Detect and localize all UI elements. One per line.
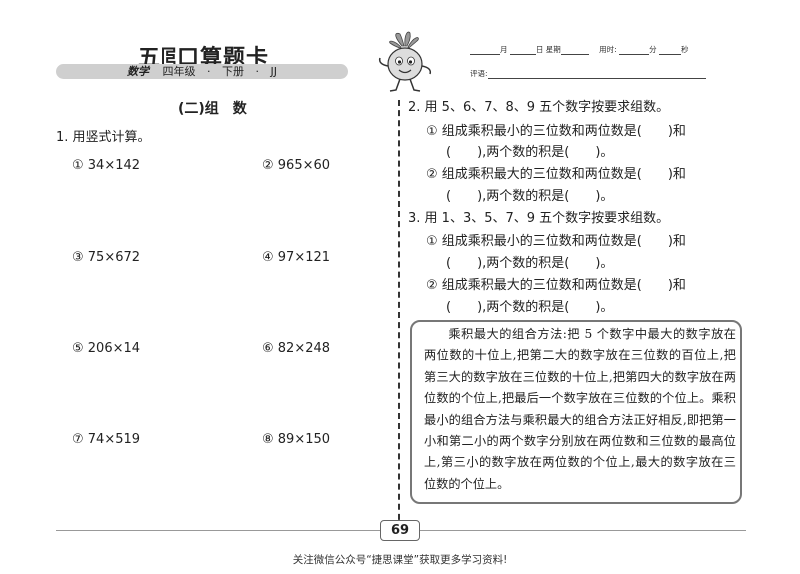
calc-item: ③ 75×672 <box>72 250 141 265</box>
date-fields: 月 日 星期 用时: 分 秒 <box>470 44 688 55</box>
question-2-2-line-a: ② 组成乘积最大的三位数和两位数是( )和 <box>426 167 686 182</box>
term-label: 下册 <box>222 65 244 78</box>
question-2-1-line-a: ① 组成乘积最小的三位数和两位数是( )和 <box>426 124 686 139</box>
second-label: 秒 <box>680 45 689 54</box>
band-dot-2: · <box>255 65 260 78</box>
question-3-title: 3. 用 1、3、5、7、9 五个数字按要求组数。 <box>408 211 670 226</box>
band-dot-1: · <box>207 65 211 78</box>
page-number: 69 <box>380 520 420 541</box>
time-label: 用时: <box>599 45 617 54</box>
weekday-label: 星期 <box>545 45 561 54</box>
question-3-1-line-b: ( ),两个数的积是( )。 <box>446 256 614 271</box>
comment-field: 评语: <box>470 68 706 79</box>
grade-label: 四年级 <box>162 65 196 78</box>
radish-mascot-icon <box>378 31 432 92</box>
footer-text: 关注微信公众号“捷思课堂”获取更多学习资料! <box>292 554 508 566</box>
tip-box <box>410 320 742 504</box>
calc-item: ⑤ 206×14 <box>72 341 141 356</box>
question-2-1-line-b: ( ),两个数的积是( )。 <box>446 145 614 160</box>
day-label: 日 <box>535 45 544 54</box>
calc-item: ⑦ 74×519 <box>72 432 141 447</box>
calc-item: ② 965×60 <box>262 158 331 173</box>
calc-item: ⑥ 82×248 <box>262 341 331 356</box>
edition-label: JJ <box>270 65 278 78</box>
minute-label: 分 <box>649 45 657 54</box>
subject-band: 数学 四年级 · 下册 · JJ <box>56 64 348 79</box>
calc-item: ④ 97×121 <box>262 250 331 265</box>
subject-label: 数学 <box>127 65 149 78</box>
question-3-2-line-a: ② 组成乘积最大的三位数和两位数是( )和 <box>426 278 686 293</box>
comment-label: 评语: <box>470 69 488 78</box>
question-3-2-line-b: ( ),两个数的积是( )。 <box>446 300 614 315</box>
column-divider <box>398 100 400 530</box>
calc-item: ⑧ 89×150 <box>262 432 331 447</box>
question-1-label: 1. 用竖式计算。 <box>56 130 151 145</box>
calc-item: ① 34×142 <box>72 158 141 173</box>
question-2-2-line-b: ( ),两个数的积是( )。 <box>446 189 614 204</box>
tip-text: 乘积最大的组合方法:把 5 个数字中最大的数字放在两位数的十位上,把第二大的数字… <box>424 327 736 491</box>
question-3-1-line-a: ① 组成乘积最小的三位数和两位数是( )和 <box>426 234 686 249</box>
month-label: 月 <box>500 45 508 54</box>
question-2-title: 2. 用 5、6、7、8、9 五个数字按要求组数。 <box>408 100 670 115</box>
section-title: (二)组 数 <box>178 101 247 117</box>
